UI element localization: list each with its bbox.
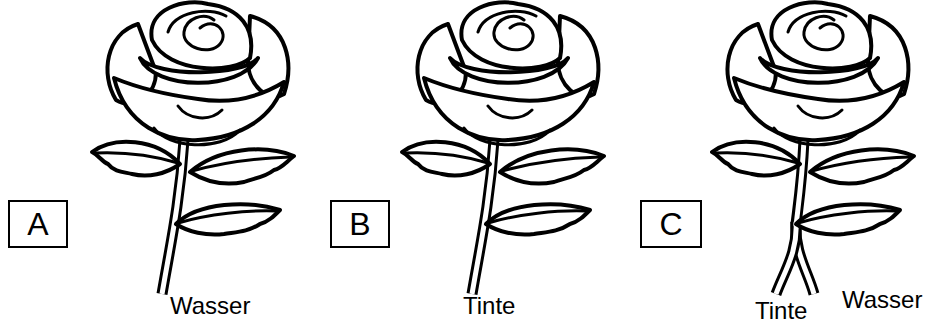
liquid-label: Tinte <box>463 293 515 319</box>
panel-letter: B <box>349 208 370 240</box>
letter-box: A <box>8 200 68 248</box>
liquid-label: Tinte <box>755 298 807 324</box>
liquid-label: Wasser <box>170 293 250 319</box>
panel-letter: C <box>659 208 682 240</box>
panel-letter: A <box>27 208 48 240</box>
letter-box: B <box>330 200 390 248</box>
liquid-label: Wasser <box>842 287 922 313</box>
letter-box: C <box>640 200 702 248</box>
